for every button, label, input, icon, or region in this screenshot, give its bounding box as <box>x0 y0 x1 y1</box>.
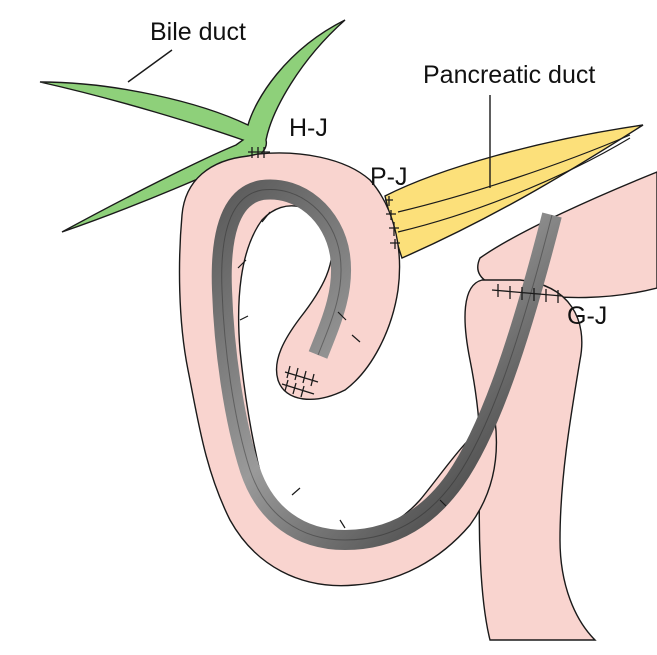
label-hj: H-J <box>289 114 328 142</box>
label-pj: P-J <box>370 163 408 191</box>
label-gj: G-J <box>567 302 607 330</box>
label-bile-duct: Bile duct <box>150 18 246 46</box>
label-pancreatic-duct: Pancreatic duct <box>423 61 595 89</box>
bile-duct-leader <box>128 50 172 82</box>
